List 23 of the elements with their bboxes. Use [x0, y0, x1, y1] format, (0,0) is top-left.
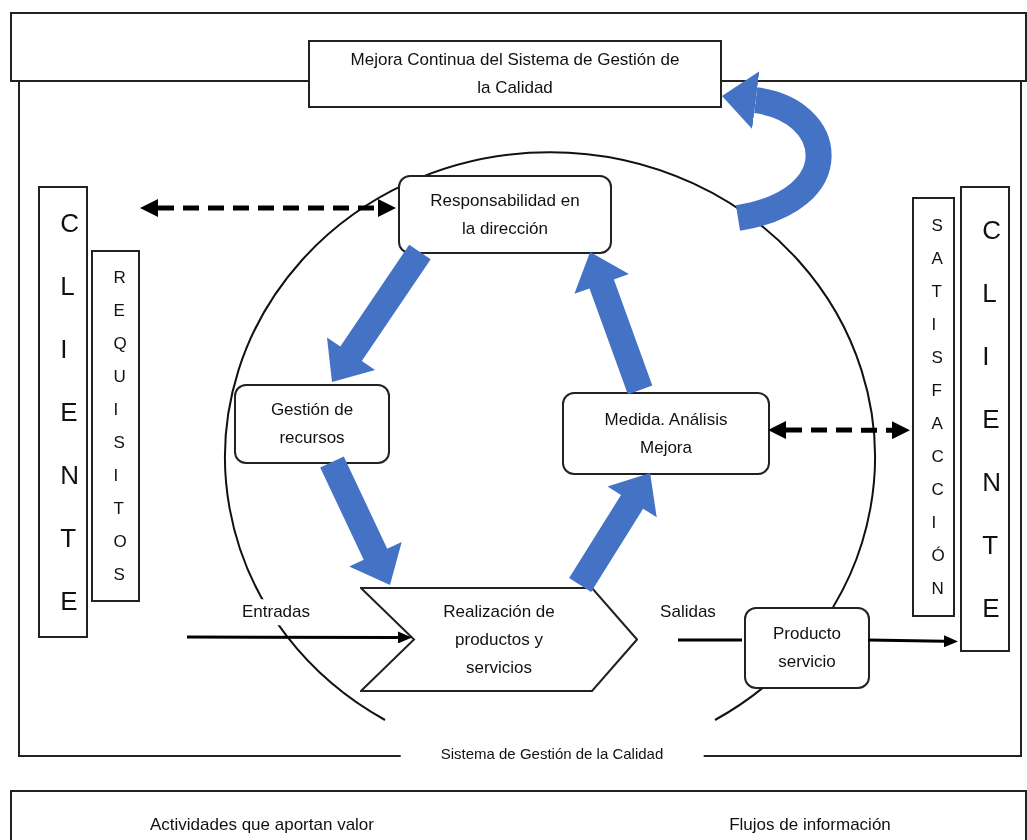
block-arrow — [320, 456, 402, 585]
process-box: Producto servicio — [744, 607, 870, 689]
vertical-box: SATISFACCIÓN — [912, 197, 955, 617]
vertical-box: REQUISITOS — [91, 250, 140, 602]
vertical-box: CLIENTE — [38, 186, 88, 638]
arrow — [187, 631, 412, 644]
vertical-box: CLIENTE — [960, 186, 1010, 652]
block-arrow — [574, 252, 653, 395]
arrow — [867, 635, 958, 648]
legend-text: Flujos de información — [729, 814, 891, 836]
title-box: Mejora Continua del Sistema de Gestión de la Calidad — [308, 40, 722, 108]
legend-box — [10, 790, 1027, 840]
process-box: Medida. Análisis Mejora — [562, 392, 770, 475]
chevron-shape: Realización de productos y servicios — [360, 587, 638, 692]
block-arrow — [569, 473, 657, 592]
process-box: Gestión de recursos — [234, 384, 390, 464]
block-arrow — [722, 71, 832, 231]
process-box: Responsabilidad en la dirección — [398, 175, 612, 254]
connector-line — [678, 638, 742, 642]
arrow — [140, 199, 396, 217]
legend-text: Actividades que aportan valor — [150, 814, 374, 836]
arrow — [768, 421, 910, 440]
block-arrow — [327, 244, 431, 382]
